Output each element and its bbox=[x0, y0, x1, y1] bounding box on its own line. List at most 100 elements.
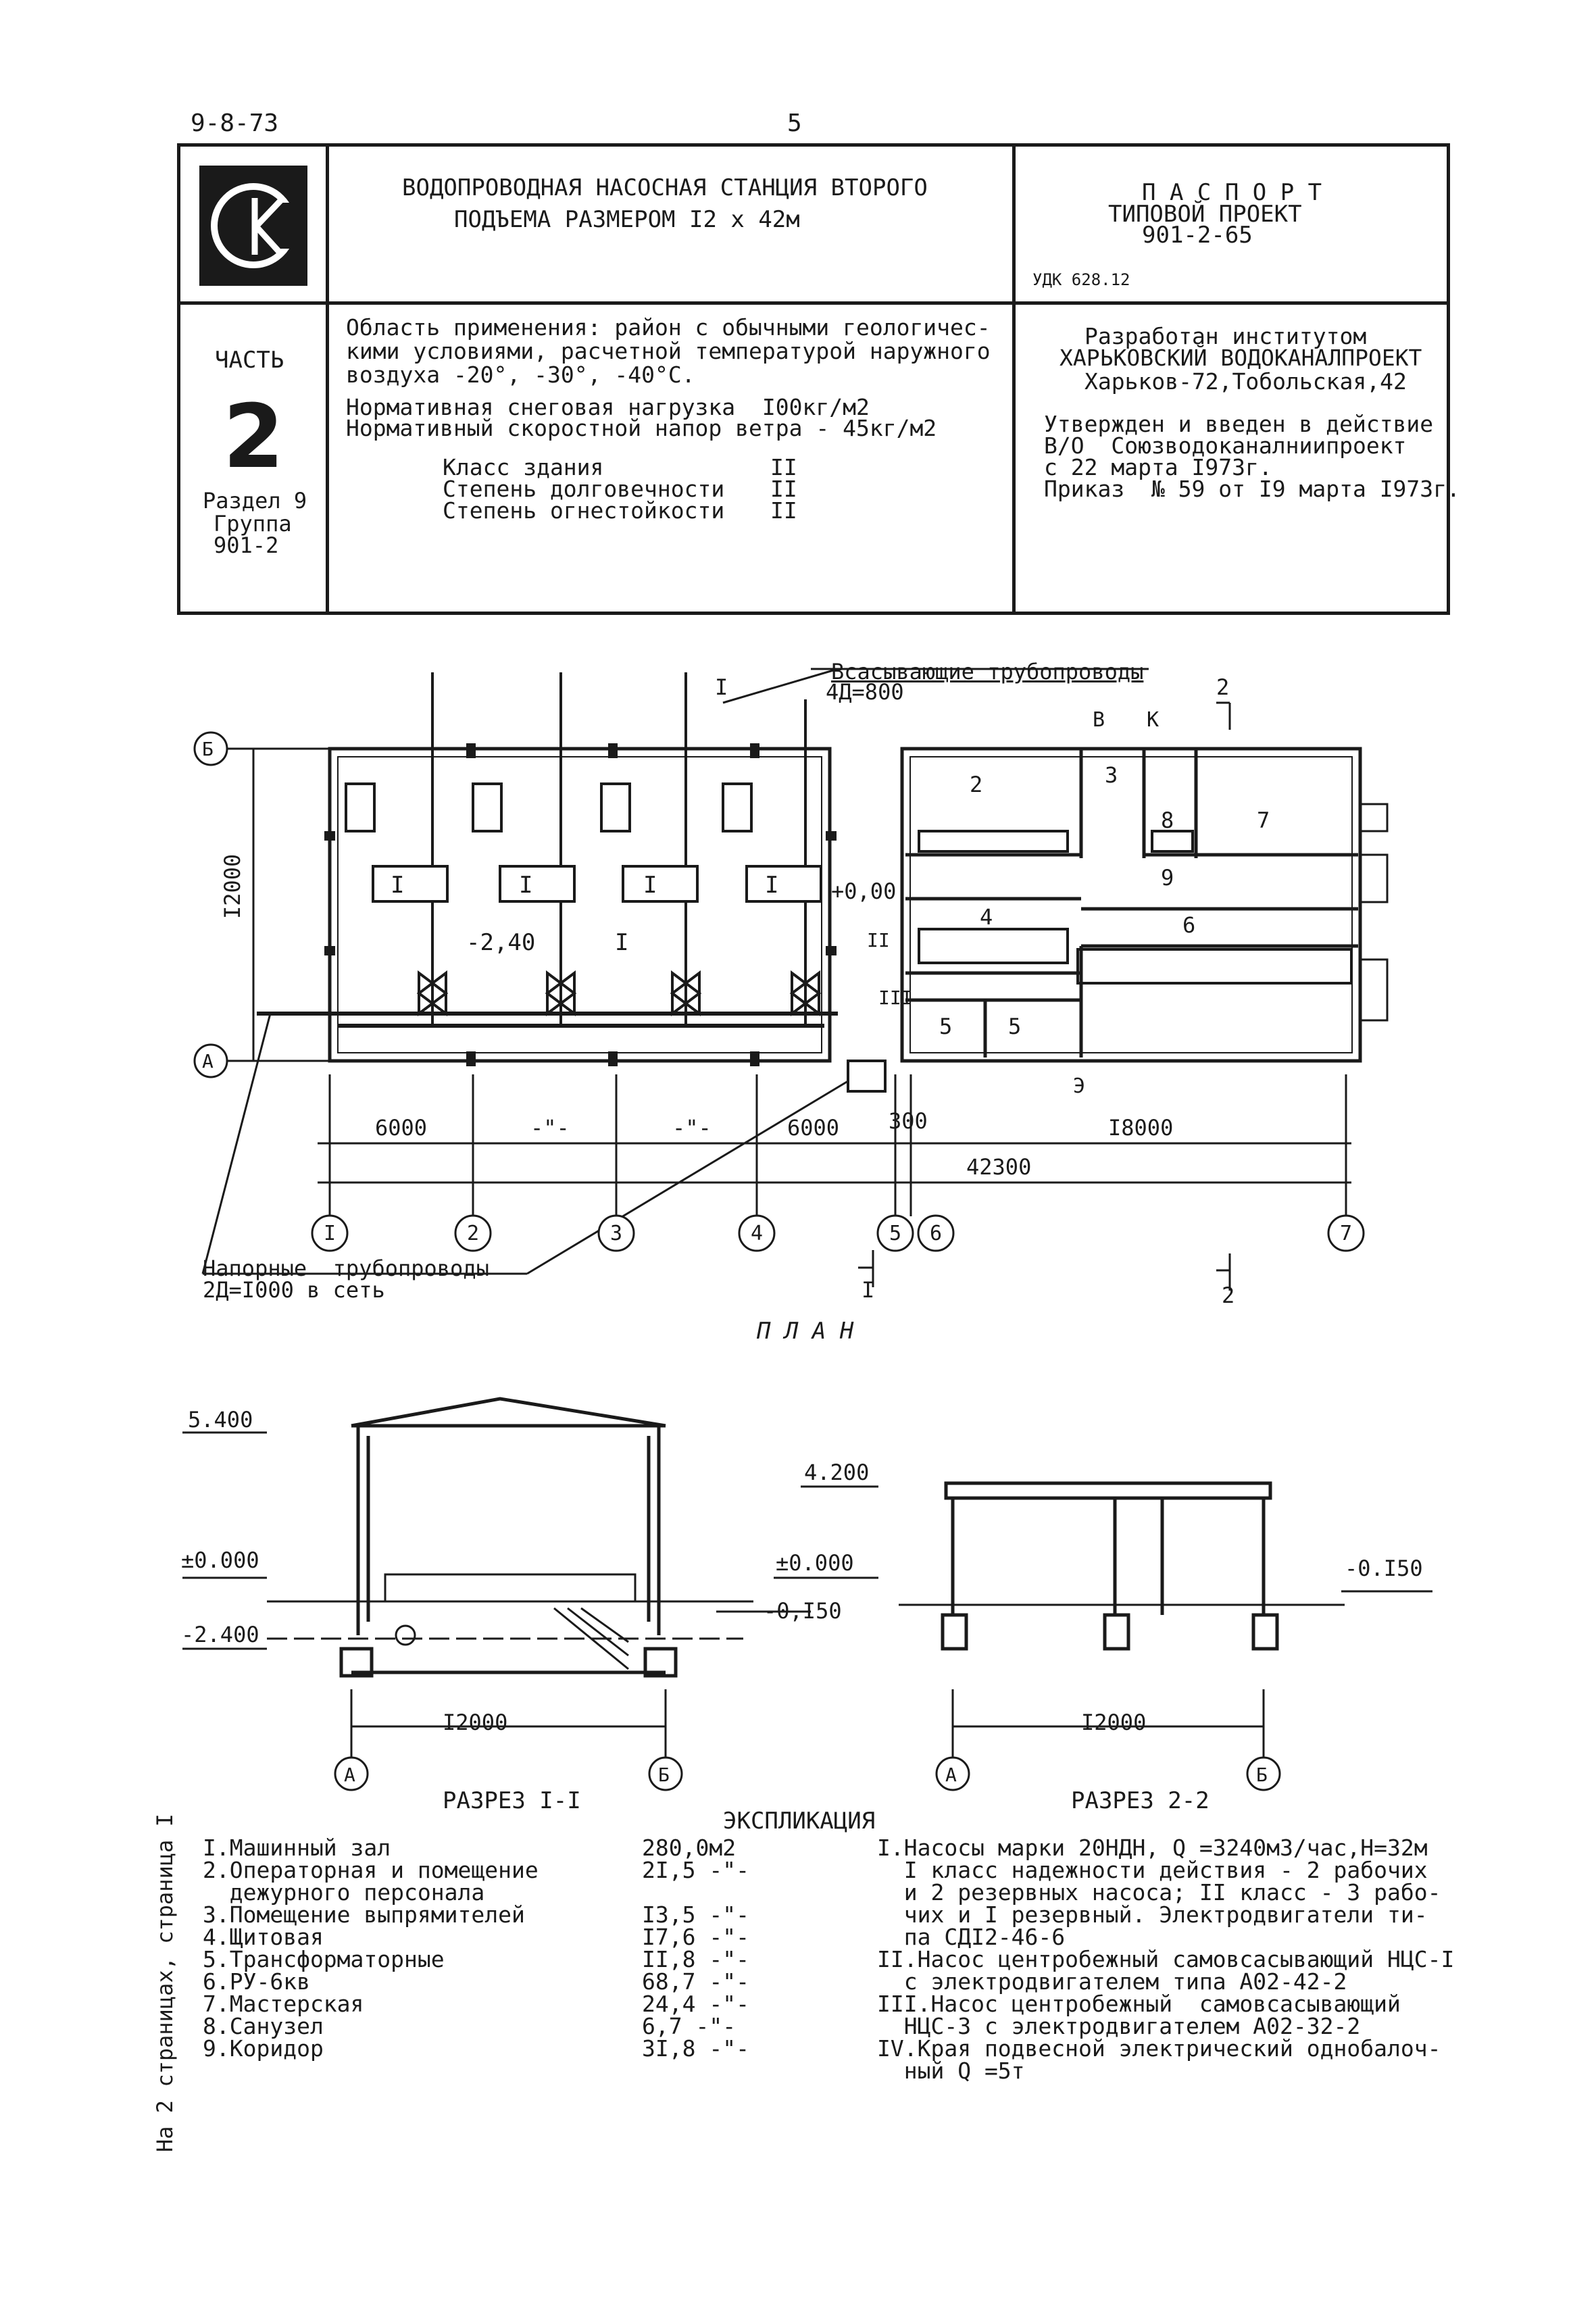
axis-3-label: 3 bbox=[610, 1222, 623, 1245]
equipment-line: чих и I резервный. Электродвигатели ти- bbox=[877, 1901, 1428, 1928]
section-mark-1-bottom: I bbox=[862, 1277, 875, 1303]
pump-1-label: I bbox=[391, 872, 405, 899]
room-2-label: 2 bbox=[970, 772, 983, 797]
room-area: 24,4 -"- bbox=[642, 1991, 749, 2017]
dim-300: 300 bbox=[889, 1108, 928, 1134]
section1-axis-a: А bbox=[344, 1764, 355, 1786]
axis-7-label: 7 bbox=[1340, 1222, 1353, 1245]
pressure-pipes-spec: 2Д=I000 в сеть bbox=[203, 1277, 385, 1303]
fire-resistance-value: II bbox=[770, 497, 797, 524]
equipment-line: НЦС-3 с электродвигателем А02-32-2 bbox=[877, 2013, 1361, 2039]
title-block bbox=[177, 143, 1450, 615]
room-area: II,8 -"- bbox=[642, 1946, 749, 1972]
pressure-pipes-label: Напорные трубопроводы bbox=[203, 1255, 489, 1281]
snow-load: Нормативная снеговая нагрузка I00кг/м2 bbox=[346, 394, 870, 420]
application-line-2: кими условиями, расчетной температурой н… bbox=[346, 338, 991, 364]
room-name: 4.Щитовая bbox=[203, 1924, 324, 1950]
group-code: 901-2 bbox=[214, 532, 279, 558]
section2-level-ground: -0.I50 bbox=[1345, 1555, 1423, 1581]
room-area: 3I,8 -"- bbox=[642, 2035, 749, 2062]
project-type: ТИПОВОЙ ПРОЕКТ bbox=[1108, 201, 1302, 228]
section2-width: I2000 bbox=[1081, 1710, 1147, 1735]
part-label: ЧАСТЬ bbox=[215, 347, 284, 374]
suction-pipes-label: Всасывающие трубопроводы bbox=[831, 659, 1144, 684]
equipment-line: с электродвигателем типа А02-42-2 bbox=[877, 1968, 1347, 1995]
equipment-line: и 2 резервных насоса; II класс - 3 рабо- bbox=[877, 1879, 1441, 1906]
equipment-line: ный Q =5т bbox=[877, 2058, 1025, 2084]
dim-6000-left: 6000 bbox=[375, 1115, 428, 1141]
section1-level-top: 5.400 bbox=[188, 1407, 253, 1433]
building-class-label: Класс здания bbox=[443, 454, 604, 480]
room-area: 68,7 -"- bbox=[642, 1968, 749, 1995]
developer-line-2: ХАРЬКОВСКИЙ ВОДОКАНАЛПРОЕКТ bbox=[1059, 345, 1422, 371]
plan-caption: П Л А Н bbox=[757, 1318, 854, 1345]
room-area: 2I,5 -"- bbox=[642, 1857, 749, 1883]
section2-caption: РАЗРЕЗ 2-2 bbox=[1071, 1787, 1210, 1814]
pump-2 bbox=[499, 865, 576, 903]
durability-label: Степень долговечности bbox=[443, 476, 725, 502]
building-class-value: II bbox=[770, 454, 797, 480]
page-count-note: На 2 страницах, страница I bbox=[152, 1814, 178, 2152]
dim-6000-right: 6000 bbox=[787, 1115, 840, 1141]
developer-line-7: Приказ № 59 от I9 марта I973г. bbox=[1044, 476, 1460, 502]
axis-2-label: 2 bbox=[467, 1222, 480, 1245]
section1-roof bbox=[351, 1397, 666, 1428]
room-name: 6.РУ-6кв bbox=[203, 1968, 310, 1995]
room-name: I.Машинный зал bbox=[203, 1835, 391, 1861]
room-name: дежурного персонала bbox=[203, 1879, 485, 1906]
pump-2-label: I bbox=[519, 872, 533, 899]
wind-pressure: Нормативный скоростной напор ветра - 45к… bbox=[346, 415, 937, 441]
room-name: 9.Коридор bbox=[203, 2035, 324, 2062]
room-area: I7,6 -"- bbox=[642, 1924, 749, 1950]
developer-line-4: Утвержден и введен в действие bbox=[1044, 411, 1434, 437]
section2-level-zero: ±0.000 bbox=[776, 1550, 854, 1576]
room-area: 280,0м2 bbox=[642, 1835, 737, 1861]
pump-4 bbox=[745, 865, 822, 903]
section1-level-zero: ±0.000 bbox=[181, 1547, 259, 1573]
entry-v-label: В bbox=[1093, 708, 1105, 732]
pump-3-label: I bbox=[643, 872, 657, 899]
axis-5-label: 5 bbox=[889, 1222, 902, 1245]
section1-width: I2000 bbox=[443, 1710, 508, 1735]
entry-k-label: К bbox=[1147, 708, 1159, 732]
section-mark-1-top: I bbox=[715, 674, 728, 700]
room-name: 2.Операторная и помещение bbox=[203, 1857, 539, 1883]
room-6-label: 6 bbox=[1182, 912, 1196, 938]
application-line-3: воздуха -20°, -30°, -40°С. bbox=[346, 362, 695, 388]
title-line-1: ВОДОПРОВОДНАЯ НАСОСНАЯ СТАНЦИЯ ВТОРОГО bbox=[402, 174, 928, 201]
dim-ditto-1: -"- bbox=[530, 1115, 570, 1141]
room-7-label: 7 bbox=[1257, 807, 1270, 833]
part-number: 2 bbox=[223, 385, 284, 488]
axis-b-plan: Б bbox=[202, 738, 214, 760]
axis-6-label: 6 bbox=[930, 1222, 943, 1245]
section1-caption: РАЗРЕЗ I-I bbox=[443, 1787, 581, 1814]
section-mark-2-top: 2 bbox=[1216, 674, 1230, 700]
title-line-2: ПОДЪЕМА РАЗМЕРОМ I2 x 42м bbox=[454, 206, 800, 233]
project-number: 901-2-65 bbox=[1142, 222, 1253, 249]
document-code: 9-8-73 bbox=[191, 109, 279, 137]
room-name: 3.Помещение выпрямителей bbox=[203, 1901, 525, 1928]
dim-ditto-2: -"- bbox=[672, 1115, 712, 1141]
room-area: I3,5 -"- bbox=[642, 1901, 749, 1928]
room-name: 7.Мастерская bbox=[203, 1991, 364, 2017]
entry-e-label: Э bbox=[1073, 1074, 1086, 1098]
section1-axis-b: Б bbox=[658, 1764, 670, 1786]
axis-a-plan: А bbox=[202, 1050, 214, 1072]
room-4-label: 4 bbox=[980, 904, 993, 930]
machine-hall-walls bbox=[328, 747, 832, 1063]
room-8-label: 8 bbox=[1161, 807, 1174, 833]
room-1-label: I bbox=[615, 929, 629, 956]
udk-code: УДК 628.12 bbox=[1032, 270, 1130, 289]
plan-zero-level: +0,00 bbox=[831, 878, 897, 904]
section2-axis-b: Б bbox=[1256, 1764, 1268, 1786]
equipment-line: па СДI2-46-6 bbox=[877, 1924, 1066, 1950]
durability-value: II bbox=[770, 476, 797, 502]
passport-label: П А С П О Р Т bbox=[1142, 179, 1322, 206]
section2-roof bbox=[944, 1481, 1272, 1500]
equipment-line: III.Насос центробежный самовсасывающий bbox=[877, 1991, 1401, 2017]
room-name: 5.Трансформаторные bbox=[203, 1946, 445, 1972]
developer-line-6: с 22 марта I973г. bbox=[1044, 454, 1272, 480]
developer-line-1: Разработан институтом bbox=[1084, 323, 1367, 349]
section-mark-2-bottom: 2 bbox=[1222, 1283, 1235, 1308]
